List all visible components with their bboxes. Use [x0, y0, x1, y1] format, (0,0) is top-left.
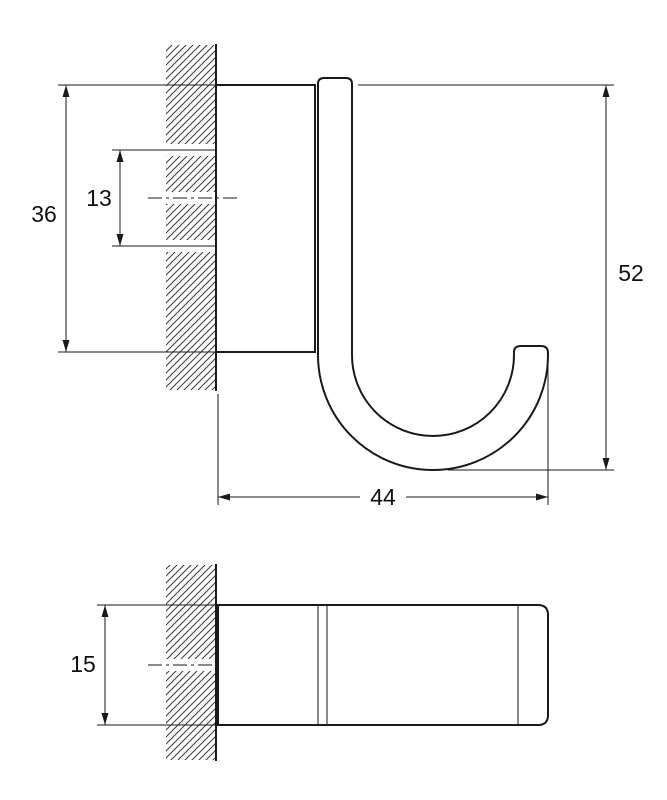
dim-total-height-label: 52 — [618, 260, 644, 286]
arrowhead — [62, 85, 70, 97]
arrowhead — [101, 713, 109, 725]
arrowhead — [536, 493, 548, 501]
dim-total-height: 52 — [358, 84, 644, 471]
arrowhead — [602, 85, 610, 97]
front-view: 36 13 52 — [31, 44, 644, 510]
top-view: 15 — [70, 564, 549, 761]
dim-hole-spacing: 13 — [86, 149, 216, 247]
hook-outline — [317, 77, 549, 471]
hook-plan-outline — [217, 604, 549, 726]
dim-depth: 44 — [217, 362, 549, 510]
arrowhead — [116, 234, 124, 246]
arrowhead — [602, 458, 610, 470]
wall-hatch-front — [166, 45, 216, 390]
dim-depth-label: 44 — [370, 484, 396, 510]
dim-plate-height: 36 — [31, 84, 216, 353]
arrowhead — [62, 340, 70, 352]
arrowhead — [101, 605, 109, 617]
dim-plate-height-label: 36 — [31, 201, 57, 227]
dim-width-label: 15 — [70, 651, 96, 677]
mounting-plate-outline — [217, 84, 316, 353]
arrowhead — [116, 150, 124, 162]
arrowhead — [218, 493, 230, 501]
dim-width: 15 — [70, 604, 216, 726]
dim-hole-spacing-label: 13 — [86, 185, 112, 211]
